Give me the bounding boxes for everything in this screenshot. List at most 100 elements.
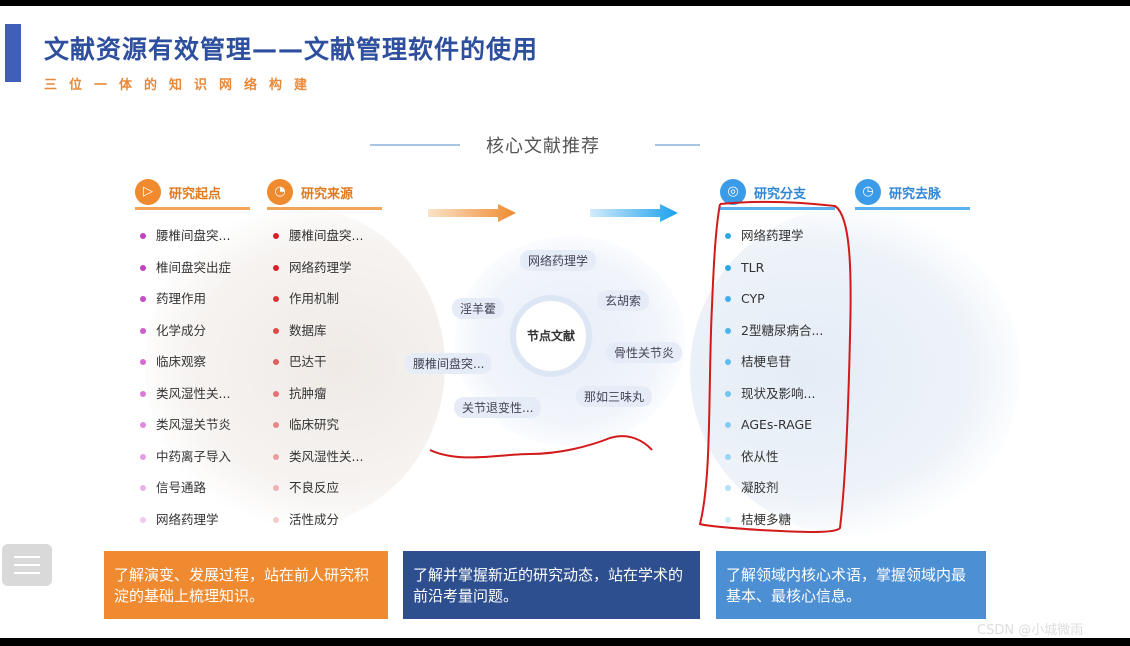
list-item: 药理作用: [140, 289, 231, 321]
list-item: 网络药理学: [273, 258, 363, 290]
list-item: 依从性: [725, 447, 823, 479]
list-item-label: CYP: [741, 291, 765, 306]
list-item-label: 信号通路: [156, 480, 207, 495]
list-item-label: 桔梗多糖: [741, 511, 792, 527]
keyword-tag: 骨性关节炎: [606, 342, 683, 363]
list-item-label: 活性成分: [289, 511, 340, 527]
bullet-dot: [140, 422, 146, 428]
list-item-label: 腰椎间盘突...: [289, 228, 364, 243]
summary-box-blue: 了解领域内核心术语，掌握领域内最基本、最核心信息。: [716, 551, 986, 619]
bullet-dot: [273, 359, 279, 365]
menu-icon: [14, 564, 40, 566]
research-source-list: 腰椎间盘突... 网络药理学 作用机制 数据库 巴达干 抗肿瘤 临床研究 类风湿…: [273, 226, 363, 541]
bullet-dot: [725, 327, 731, 334]
bullet-dot: [725, 264, 731, 271]
list-item: 中药离子导入: [140, 447, 231, 479]
list-item: 临床研究: [273, 415, 363, 447]
list-item-label: TLR: [741, 259, 765, 275]
list-item: 网络药理学: [725, 226, 823, 258]
column-head-research-source: ◔ 研究来源: [267, 178, 382, 210]
column-label: 研究分支: [754, 187, 807, 202]
list-item: CYP: [725, 289, 823, 321]
list-item-label: 网络药理学: [156, 511, 219, 527]
list-item-label: 药理作用: [156, 291, 207, 306]
list-item-label: 网络药理学: [741, 228, 804, 243]
list-item: 现状及影响...: [725, 384, 823, 416]
bullet-dot: [140, 327, 146, 334]
list-item: 腰椎间盘突...: [140, 226, 231, 258]
keyword-tag: 淫羊藿: [452, 298, 505, 319]
column-head-research-start: ▷ 研究起点: [135, 178, 250, 210]
column-head-research-branch: ◎ 研究分支: [720, 178, 835, 210]
list-item: 桔梗皂苷: [725, 352, 823, 384]
list-item-label: 数据库: [289, 322, 327, 338]
list-item-label: 椎间盘突出症: [156, 259, 232, 275]
list-item-label: 巴达干: [289, 354, 327, 369]
bullet-dot: [273, 264, 279, 271]
research-start-list: 腰椎间盘突... 椎间盘突出症 药理作用 化学成分 临床观察 类风湿性关... …: [140, 226, 231, 541]
list-item: 类风湿性关...: [273, 447, 363, 479]
left-background-shape: [145, 206, 445, 526]
handwritten-annotation: [429, 200, 852, 533]
bullet-dot: [725, 516, 731, 523]
keyword-tag: 网络药理学: [520, 250, 597, 271]
column-label: 研究来源: [301, 187, 354, 202]
bullet-dot: [725, 485, 731, 491]
title-deco-line-right: [655, 144, 700, 146]
page-subtitle: 三位一体的知识网络构建: [44, 78, 320, 93]
play-icon: ▷: [135, 179, 161, 205]
watermark: CSDN @小城微雨: [977, 623, 1084, 638]
keyword-tag: 腰椎间盘突...: [405, 353, 493, 374]
list-item-label: 中药离子导入: [156, 448, 232, 464]
list-item-label: 凝胶剂: [741, 480, 779, 495]
list-item: 作用机制: [273, 289, 363, 321]
bullet-dot: [273, 422, 279, 428]
right-arrow-icon: [590, 204, 678, 222]
list-item-label: 腰椎间盘突...: [156, 228, 231, 243]
page-title: 文献资源有效管理——文献管理软件的使用: [44, 35, 539, 64]
list-item-label: 依从性: [741, 448, 779, 464]
bullet-dot: [725, 233, 731, 239]
bullet-dot: [140, 453, 146, 460]
bullet-dot: [140, 485, 146, 491]
list-item-label: 不良反应: [289, 480, 340, 495]
bullet-dot: [273, 233, 279, 239]
list-item: 桔梗多糖: [725, 510, 823, 542]
target-icon: ◎: [720, 179, 746, 205]
list-item: TLR: [725, 258, 823, 290]
bullet-dot: [725, 422, 731, 428]
column-head-research-destination: ◷ 研究去脉: [855, 178, 970, 210]
list-item-label: 临床观察: [156, 354, 207, 369]
bullet-dot: [725, 359, 731, 365]
list-item: 活性成分: [273, 510, 363, 542]
list-item-label: 桔梗皂苷: [741, 354, 792, 369]
list-item-label: 类风湿关节炎: [156, 417, 232, 432]
bullet-dot: [725, 390, 731, 397]
bullet-dot: [725, 453, 731, 460]
menu-button[interactable]: [2, 544, 52, 586]
column-underline: [267, 207, 382, 210]
list-item-label: 作用机制: [289, 291, 340, 306]
top-letterbox: [0, 0, 1130, 6]
summary-box-orange: 了解演变、发展过程，站在前人研究积淀的基础上梳理知识。: [104, 551, 388, 619]
list-item: 抗肿瘤: [273, 384, 363, 416]
list-item: 网络药理学: [140, 510, 231, 542]
list-item: 数据库: [273, 321, 363, 353]
column-label: 研究起点: [169, 187, 222, 202]
column-underline: [135, 207, 250, 210]
list-item-label: 类风湿性关...: [156, 385, 231, 401]
bullet-dot: [140, 359, 146, 365]
list-item: 类风湿性关...: [140, 384, 231, 416]
menu-icon: [14, 572, 40, 574]
list-item: 2型糖尿病合...: [725, 321, 823, 353]
bullet-dot: [140, 296, 146, 302]
list-item-label: 现状及影响...: [741, 385, 816, 401]
title-accent-bar: [5, 24, 21, 82]
menu-icon: [14, 556, 40, 558]
bullet-dot: [140, 233, 146, 239]
bullet-dot: [273, 485, 279, 491]
bullet-dot: [273, 453, 279, 460]
list-item: 椎间盘突出症: [140, 258, 231, 290]
list-item-label: 化学成分: [156, 322, 207, 338]
column-label: 研究去脉: [889, 187, 942, 202]
